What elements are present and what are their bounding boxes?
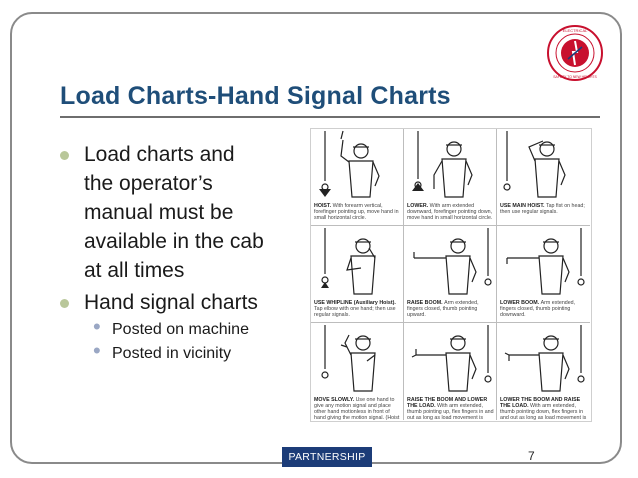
signal-description: Arm extended, fingers closed, thumb poin…: [500, 300, 576, 318]
sub-bullet-text: Posted in vicinity: [112, 345, 232, 362]
signal-description: With arm extended downward, forefinger p…: [407, 203, 493, 221]
signal-caption: HOIST. With forearm vertical, forefinger…: [314, 203, 402, 221]
signal-caption: MOVE SLOWLY. Use one hand to give any mo…: [314, 397, 402, 420]
page-number: 7: [528, 449, 535, 463]
signal-cell-lower-boom: LOWER BOOM. Arm extended, fingers closed…: [497, 226, 590, 323]
bullet-item: Load charts and the operator’s manual mu…: [60, 140, 300, 285]
signal-description: Arm extended, fingers closed, thumb poin…: [407, 300, 479, 318]
lower-boom-raise-load-signal-figure: [504, 325, 585, 392]
lower-boom-signal-figure: [506, 228, 585, 295]
signal-title: HOIST.: [314, 203, 332, 209]
signal-cell-lower: LOWER. With arm extended downward, foref…: [404, 129, 497, 226]
signal-title: USE MAIN HOIST.: [500, 203, 545, 209]
svg-text:SAFETY TO NEW HEIGHTS: SAFETY TO NEW HEIGHTS: [553, 75, 597, 79]
signal-title: RAISE THE BOOM AND LOWER THE LOAD.: [407, 397, 488, 409]
signal-cell-move-slowly: MOVE SLOWLY. Use one hand to give any mo…: [311, 323, 404, 420]
bullet-dot-icon: [60, 151, 69, 160]
signal-caption: USE WHIPLINE (Auxiliary Hoist). Tap elbo…: [314, 300, 402, 318]
signal-description: With forearm vertical, forefinger pointi…: [314, 203, 399, 221]
signal-title: LOWER.: [407, 203, 429, 209]
bullet-list: Load charts and the operator’s manual mu…: [60, 140, 300, 365]
safety-seal-logo: ELECTRICAL SAFETY TO NEW HEIGHTS: [547, 25, 603, 81]
title-underline: [60, 116, 600, 118]
slide-title: Load Charts-Hand Signal Charts: [60, 82, 451, 110]
bullet-dot-icon: [60, 299, 69, 308]
signal-title: RAISE BOOM.: [407, 300, 443, 306]
signal-description: Tap fist on head; then use regular signa…: [500, 203, 585, 215]
signal-description: Tap elbow with one hand; then use regula…: [314, 306, 396, 318]
signal-cell-use-whipline: USE WHIPLINE (Auxiliary Hoist). Tap elbo…: [311, 226, 404, 323]
use-main-hoist-signal-figure: [503, 131, 566, 198]
bullet-text: Load charts and the operator’s manual mu…: [84, 143, 264, 282]
sub-bullet-dot-icon: •: [93, 338, 101, 363]
signal-title: MOVE SLOWLY.: [314, 397, 355, 403]
signal-caption: LOWER. With arm extended downward, foref…: [407, 203, 495, 221]
sub-bullet-item: • Posted in vicinity: [60, 338, 300, 365]
sub-bullet-text: Posted on machine: [112, 321, 249, 338]
bullet-text: Hand signal charts: [84, 291, 258, 314]
hoist-signal-figure: [319, 130, 380, 198]
signal-cell-raise-boom-lower-load: RAISE THE BOOM AND LOWER THE LOAD. With …: [404, 323, 497, 420]
signal-title: LOWER BOOM.: [500, 300, 540, 306]
signal-caption: RAISE BOOM. Arm extended, fingers closed…: [407, 300, 495, 318]
bullet-item: Hand signal charts: [60, 288, 300, 317]
lower-signal-figure: [412, 131, 473, 198]
sub-bullet-dot-icon: •: [93, 314, 101, 339]
signal-cell-raise-boom: RAISE BOOM. Arm extended, fingers closed…: [404, 226, 497, 323]
signal-caption: RAISE THE BOOM AND LOWER THE LOAD. With …: [407, 397, 495, 420]
raise-boom-lower-load-signal-figure: [411, 325, 492, 392]
signal-caption: USE MAIN HOIST. Tap fist on head; then u…: [500, 203, 588, 215]
signal-caption: LOWER THE BOOM AND RAISE THE LOAD. With …: [500, 397, 588, 420]
partnership-logo: PARTNERSHIP: [282, 447, 372, 467]
svg-text:ELECTRICAL: ELECTRICAL: [563, 28, 588, 33]
move-slowly-signal-figure: [321, 325, 376, 392]
signal-title: USE WHIPLINE (Auxiliary Hoist).: [314, 300, 396, 306]
signal-cell-use-main-hoist: USE MAIN HOIST. Tap fist on head; then u…: [497, 129, 590, 226]
use-whipline-signal-figure: [321, 228, 376, 295]
signal-description: Use one hand to give any motion signal a…: [314, 397, 400, 420]
raise-boom-signal-figure: [413, 228, 492, 295]
signal-caption: LOWER BOOM. Arm extended, fingers closed…: [500, 300, 588, 318]
signal-description: With arm extended, thumb pointing down, …: [500, 403, 587, 420]
sub-bullet-item: • Posted on machine: [60, 314, 300, 341]
signal-title: LOWER THE BOOM AND RAISE THE LOAD.: [500, 397, 581, 409]
hand-signal-chart: HOIST. With forearm vertical, forefinger…: [310, 128, 592, 422]
signal-cell-hoist: HOIST. With forearm vertical, forefinger…: [311, 129, 404, 226]
signal-cell-lower-boom-raise-load: LOWER THE BOOM AND RAISE THE LOAD. With …: [497, 323, 590, 420]
signal-description: With arm extended, thumb pointing up, fl…: [407, 403, 494, 420]
